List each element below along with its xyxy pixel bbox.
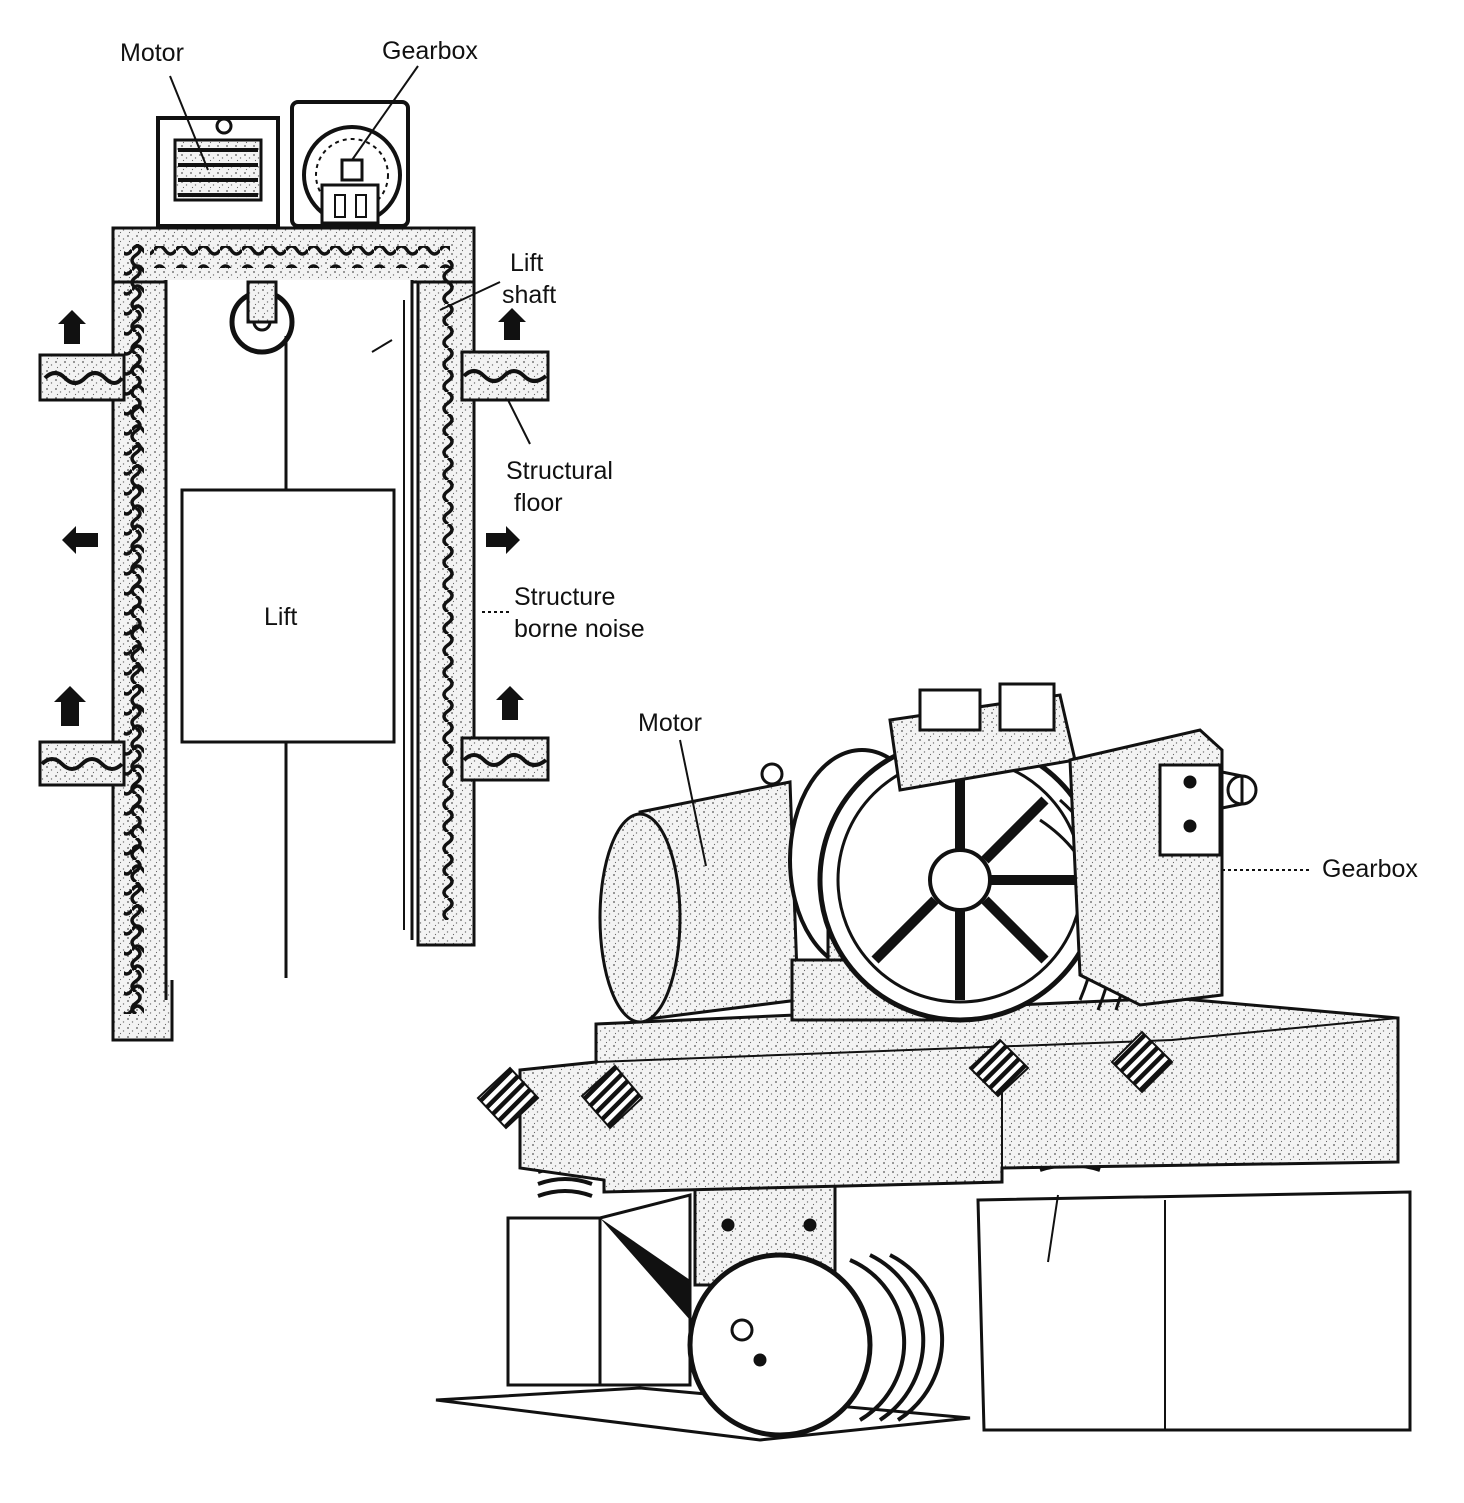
lift-machine-diagram xyxy=(435,682,1412,1442)
arrow-right-icon xyxy=(486,526,520,554)
structure-borne-noise-label-line2: borne noise xyxy=(514,615,645,643)
gearbox-label-top: Gearbox xyxy=(382,37,478,65)
structural-floor-label-line2: floor xyxy=(514,489,563,517)
gearbox-label-machine: Gearbox xyxy=(1322,855,1418,883)
arrow-left-icon xyxy=(62,526,98,554)
arrow-up-icon xyxy=(498,308,526,340)
structural-floor-label-line1: Structural xyxy=(506,457,613,485)
bedplate xyxy=(518,996,1400,1194)
plinth-right xyxy=(976,1190,1412,1432)
structure-borne-noise-label-line1: Structure xyxy=(514,583,616,611)
arrow-up-icon xyxy=(496,686,524,720)
lift-shaft-label-line1: Lift xyxy=(510,249,544,277)
lift-shaft-label-line2: shaft xyxy=(502,281,557,309)
arrow-up-icon xyxy=(54,686,86,726)
lift-shaft-diagram xyxy=(38,65,550,1042)
structural-floor-upper-left xyxy=(38,353,126,402)
motor-label-top: Motor xyxy=(120,39,184,67)
motor-label-machine: Motor xyxy=(638,709,702,737)
lift-car xyxy=(180,488,396,744)
arrow-up-icon xyxy=(58,310,86,344)
noise-arrows xyxy=(54,308,526,726)
lift-car-label: Lift xyxy=(264,603,298,631)
